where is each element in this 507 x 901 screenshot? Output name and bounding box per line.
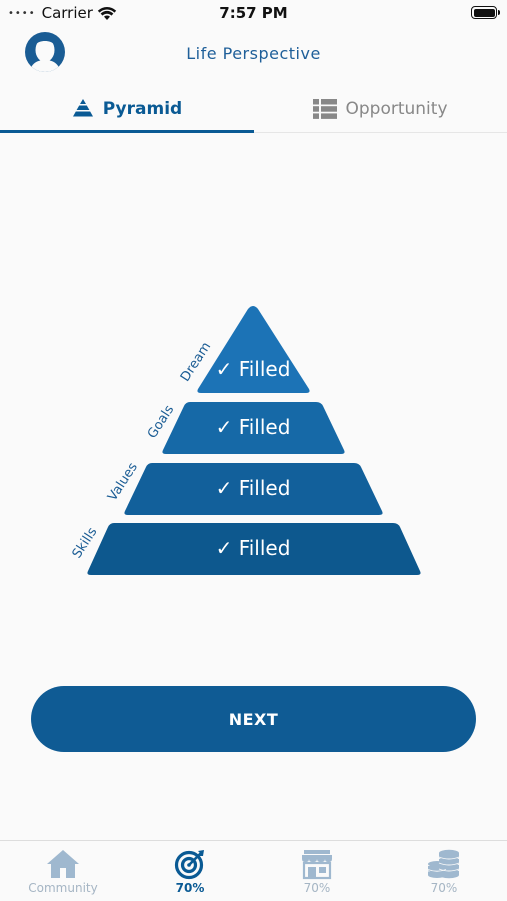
profile-avatar[interactable] bbox=[24, 31, 66, 73]
home-icon bbox=[47, 850, 79, 878]
bottom-tab-goals[interactable]: 70% bbox=[127, 841, 253, 901]
bottom-tab-goals-label: 70% bbox=[175, 881, 205, 895]
level-status-dream: Filled bbox=[239, 357, 291, 381]
bottom-tab-community-label: Community bbox=[28, 881, 98, 895]
coins-icon bbox=[427, 849, 460, 879]
svg-text:✓ Filled: ✓ Filled bbox=[216, 536, 291, 560]
tab-opportunity[interactable]: Opportunity bbox=[254, 86, 507, 132]
pyramid-level-dream[interactable]: ✓ Filled bbox=[197, 306, 310, 393]
store-icon bbox=[302, 850, 332, 880]
status-time: 7:57 PM bbox=[219, 4, 288, 22]
svg-text:✓ Filled: ✓ Filled bbox=[216, 476, 291, 500]
page-title: Life Perspective bbox=[186, 44, 321, 63]
svg-text:✓ Filled: ✓ Filled bbox=[216, 357, 291, 381]
pyramid-level-skills[interactable]: ✓ Filled bbox=[87, 523, 421, 575]
segment-tabs: Pyramid Opportunity bbox=[0, 86, 507, 133]
tab-pyramid[interactable]: Pyramid bbox=[0, 86, 253, 132]
next-button[interactable]: NEXT bbox=[31, 686, 476, 752]
bottom-tab-coins-label: 70% bbox=[430, 881, 458, 895]
bottom-tab-store-label: 70% bbox=[303, 881, 331, 895]
list-icon bbox=[313, 99, 338, 119]
active-tab-indicator bbox=[0, 130, 254, 133]
level-status-skills: Filled bbox=[239, 536, 291, 560]
bottom-tab-community[interactable]: Community bbox=[0, 841, 126, 901]
level-status-goals: Filled bbox=[239, 415, 291, 439]
bottom-tab-store[interactable]: 70% bbox=[254, 841, 380, 901]
wifi-icon bbox=[97, 6, 117, 20]
user-silhouette-icon bbox=[25, 32, 65, 72]
status-left: •••• Carrier bbox=[8, 4, 117, 22]
bottom-tab-coins[interactable]: 70% bbox=[381, 841, 507, 901]
battery-icon bbox=[471, 6, 500, 19]
pyramid-level-goals[interactable]: ✓ Filled bbox=[162, 402, 345, 454]
tab-opportunity-label: Opportunity bbox=[345, 99, 448, 119]
status-bar: •••• Carrier 7:57 PM bbox=[0, 0, 507, 26]
target-icon bbox=[174, 850, 204, 880]
signal-dots-icon: •••• bbox=[8, 7, 36, 19]
bottom-tab-bar: Community 70% 70% bbox=[0, 840, 507, 901]
carrier-label: Carrier bbox=[41, 4, 93, 22]
tab-pyramid-label: Pyramid bbox=[102, 99, 183, 119]
svg-text:✓ Filled: ✓ Filled bbox=[216, 415, 291, 439]
level-status-values: Filled bbox=[239, 476, 291, 500]
pyramid-icon bbox=[72, 99, 93, 117]
life-pyramid: ✓ Filled ✓ Filled ✓ Filled ✓ Filled Drea… bbox=[70, 306, 421, 575]
pyramid-level-values[interactable]: ✓ Filled bbox=[124, 463, 383, 515]
